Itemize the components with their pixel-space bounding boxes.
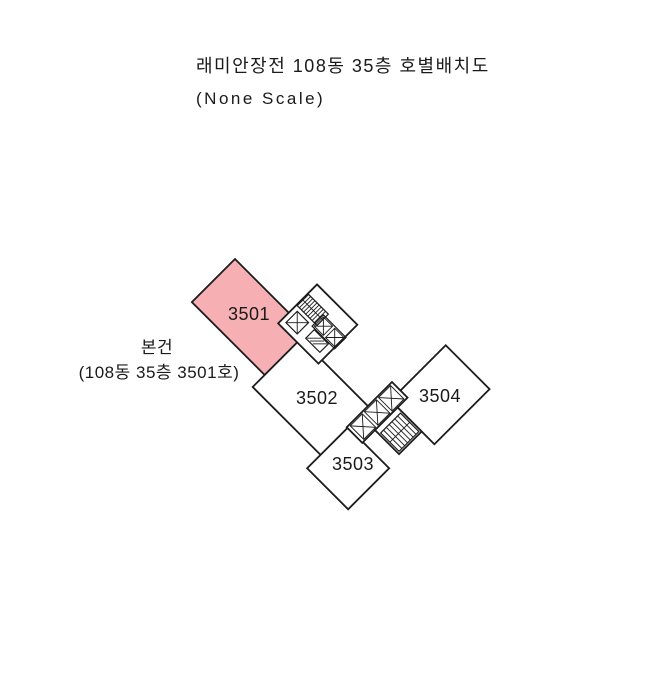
unit-3503-region (305, 426, 391, 511)
lower-core (345, 380, 423, 456)
lower-core-stair-outline (373, 406, 423, 456)
page-title: 래미안장전 108동 35층 호별배치도 (196, 56, 490, 76)
building-plan-group (190, 257, 491, 511)
hatched-duct-icon (304, 328, 330, 354)
unit-3501-label: 3501 (228, 304, 270, 324)
elevator-shafts-icon (311, 314, 347, 350)
unit-3502-label: 3502 (296, 388, 338, 408)
scale-note: (None Scale) (196, 89, 325, 108)
shaft-box-icon (285, 310, 310, 335)
subject-annotation-line1: 본건 (141, 338, 173, 357)
staircase-icon (379, 412, 420, 453)
upper-core (276, 283, 359, 365)
unit-3504-label: 3504 (419, 386, 461, 406)
unit-3503-label: 3503 (332, 454, 374, 474)
staircase-icon (296, 293, 330, 327)
subject-annotation-line2: (108동 35층 3501호) (79, 363, 240, 382)
elevator-shafts-icon (349, 384, 405, 440)
